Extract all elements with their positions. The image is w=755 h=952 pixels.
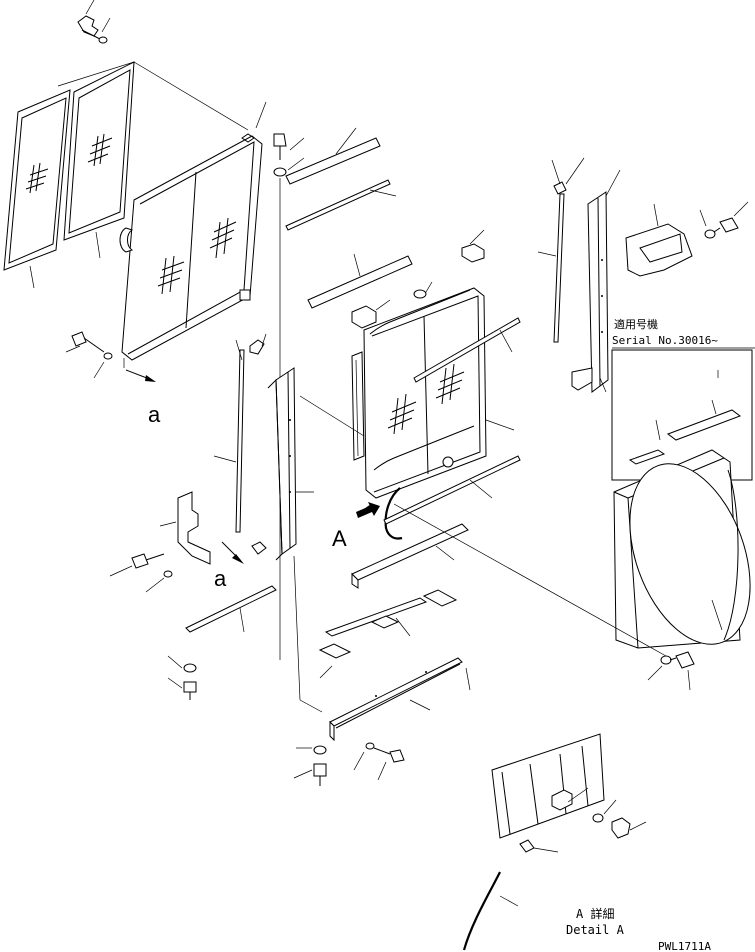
upper-stay-rod (537, 157, 585, 343)
bolt-washer-mid-left (109, 553, 173, 593)
detail-title-en: Detail A (566, 923, 625, 937)
view-a-label-lower: a (214, 566, 227, 591)
view-a-arrow-lower: a (214, 541, 267, 591)
screen-panel-inner (63, 61, 135, 259)
side-strip-lower (383, 455, 521, 525)
bolt-washer-bottom (293, 742, 405, 786)
screen-frame-assembly (119, 101, 267, 368)
seal-bar-3 (307, 253, 413, 309)
drawing-code: PWL1711A (658, 940, 711, 952)
radiator-assembly (351, 281, 487, 540)
fan-shroud (613, 449, 751, 649)
stay-bar-diagonal (185, 585, 277, 633)
washer-bolt-bottom-left (167, 655, 197, 700)
seal-block-4 (351, 299, 391, 329)
bolt-washer-left (65, 331, 113, 379)
seal-bar-1 (285, 127, 381, 185)
screen-panel-outer (3, 89, 71, 289)
view-a-arrow-upper: a (125, 369, 161, 427)
upper-guard-cover (625, 201, 749, 277)
view-A-label: A (332, 526, 347, 551)
seal-pad (318, 643, 352, 679)
vertical-stay (249, 333, 314, 701)
undercover-1 (351, 523, 469, 589)
lower-cover-plate (299, 657, 471, 742)
serial-note: 適用号機 Serial No.30016~ (611, 317, 755, 481)
stay-rod-left (213, 339, 245, 533)
view-a-label-upper: a (148, 402, 161, 427)
detail-a-drain: A 詳細 Detail A (462, 733, 647, 951)
serial-applicability-label: 適用号機 (614, 317, 658, 331)
detail-title-jp: A 詳細 (576, 906, 614, 921)
bolt-washer-shroud (647, 651, 695, 691)
wing-bolt-top-left (77, 0, 111, 44)
seal-block-5 (461, 229, 485, 263)
mounting-bracket (159, 491, 211, 565)
undercover-2 (324, 589, 458, 637)
upper-stay-bracket (571, 169, 621, 393)
seal-strip-2 (285, 179, 397, 231)
serial-number-label: Serial No.30016~ (612, 334, 718, 347)
view-A-arrow: A (332, 502, 380, 551)
side-strip-right (413, 317, 521, 383)
